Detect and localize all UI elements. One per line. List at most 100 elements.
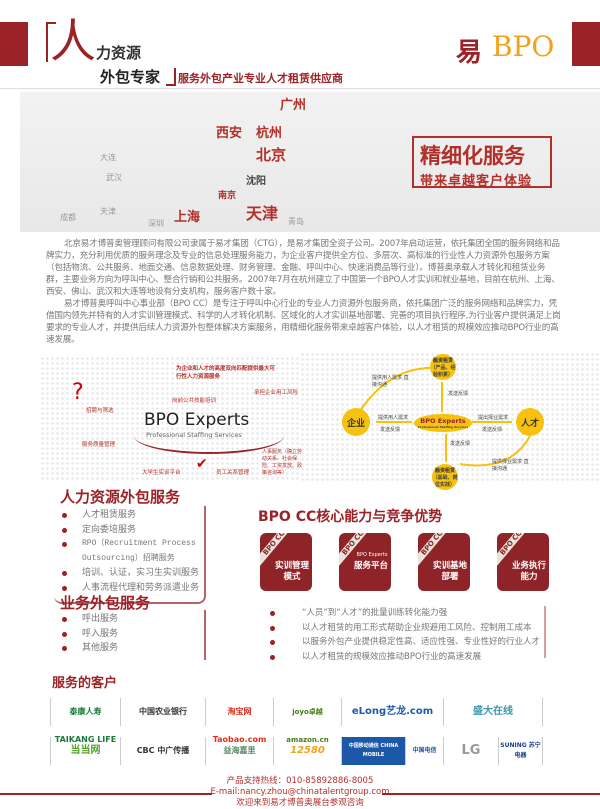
client-logo: 益海嘉里 bbox=[205, 737, 273, 765]
top-node-label: 融资租赁 bbox=[432, 357, 453, 364]
city-label: 南京 bbox=[218, 191, 237, 201]
city-label: 深圳 bbox=[148, 219, 164, 228]
city-label: 天津 bbox=[100, 207, 116, 216]
client-logo: 中国电信 bbox=[405, 737, 443, 765]
arrow-label: 提供用人需求 直接沟通 bbox=[372, 375, 409, 388]
divider bbox=[0, 88, 600, 89]
cycle-diagram: 融资租赁（产品、经验积累） 融资租赁（基础、岗位实践） 企业 人才 BPO Ex… bbox=[300, 352, 600, 490]
bottom-node: 融资租赁（基础、岗位实践） bbox=[432, 464, 458, 490]
hero-headline: 精细化服务 bbox=[420, 144, 525, 168]
bottom-node-label: 融资租赁 bbox=[434, 467, 455, 474]
client-logo: 中国农业银行 bbox=[120, 698, 205, 726]
experts-label: 承担企业用工风险 bbox=[254, 390, 299, 396]
city-label: 广州 bbox=[280, 98, 307, 113]
client-logo: joyo卓越 amazon.cn bbox=[273, 698, 341, 744]
card-label: 服务平台 bbox=[353, 561, 388, 571]
center-title: BPO Experts bbox=[420, 417, 466, 425]
cycle-arrows bbox=[357, 366, 531, 467]
hero-subheadline: 带来卓越客户体验 bbox=[420, 174, 533, 189]
client-logo: 12580 bbox=[273, 737, 341, 765]
list-item: 其他服务 bbox=[54, 641, 204, 656]
arrow-label: 发送反馈 bbox=[380, 427, 401, 433]
header-decor-left bbox=[0, 22, 28, 66]
city-label: 杭州 bbox=[256, 126, 283, 141]
brand-name: BPO bbox=[492, 30, 555, 63]
footer-line-right bbox=[382, 793, 600, 795]
top-node-sub: （产品、经验积累） bbox=[430, 364, 456, 378]
list-item: 人才租赁服务 bbox=[54, 508, 204, 523]
arrow-label: 发送反馈 bbox=[482, 427, 503, 433]
client-logo: 淘宝网 Taobao.com bbox=[205, 698, 273, 744]
bracket-open bbox=[46, 22, 56, 62]
bottom-node-sub: （基础、岗位实践） bbox=[432, 474, 458, 488]
list-item: 呼入服务 bbox=[54, 627, 204, 642]
footer-welcome: 欢迎来到易才博普奥展台参观咨询 bbox=[236, 798, 364, 808]
enterprise-node: 企业 bbox=[342, 408, 370, 436]
top-node: 融资租赁（产品、经验积累） bbox=[430, 354, 456, 380]
list-item: 以人才租赁的规模效应推动BPO行业的高速发展 bbox=[262, 650, 544, 665]
list-item: “人员”到“人才”的批量训练转化能力强 bbox=[262, 606, 544, 621]
list-item: 呼出服务 bbox=[54, 612, 204, 627]
city-label: 青岛 bbox=[288, 217, 304, 226]
talent-node: 人才 bbox=[516, 408, 544, 436]
client-logo: 盛大在线 bbox=[443, 698, 543, 726]
arrow-label: 提出择业需求 bbox=[478, 415, 509, 421]
footer-email[interactable]: E-mail:nancy.zhou@chinatalentgroup.com bbox=[210, 787, 390, 797]
list-item: RPO（Recruitment Process Outsourcing）招聘服务 bbox=[54, 537, 204, 566]
city-label: 上海 bbox=[174, 210, 201, 225]
client-logo: 泰康人寿 TAIKANG LIFE bbox=[50, 698, 120, 744]
city-label: 西安 bbox=[216, 126, 243, 141]
intro-section: 北京易才博普奥管理顾问有限公司隶属于易才集团（CTG），是易才集团全资子公司。2… bbox=[46, 238, 562, 346]
brand-mark-icon: 易 bbox=[456, 38, 483, 68]
experts-label: 为企业和人才的高度双向匹配提供最大可行性人力资源服务 bbox=[176, 366, 276, 380]
center-sub: Professional Staffing Services bbox=[417, 425, 469, 429]
list-item: 培训、认证，实习生实训服务 bbox=[54, 566, 204, 581]
list-item: 以人才租赁的用工形式帮助企业规避用工风险、控制用工成本 bbox=[262, 621, 544, 636]
hr-services-box: 人才租赁服务 定向委培服务 RPO（Recruitment Process Ou… bbox=[54, 506, 206, 604]
client-logo: 当当网 bbox=[50, 737, 120, 765]
list-item: 人事流程代理和劳务派遣业务 bbox=[54, 581, 204, 596]
arrow-label: 发送反馈 bbox=[450, 441, 471, 447]
arrow-label: 发送反馈 bbox=[448, 391, 469, 397]
experts-label: 人事服务（确立劳动关系、社会保险、工资发放、政策咨询等） bbox=[262, 449, 303, 476]
logo-char: 人 bbox=[50, 14, 96, 68]
logo-line-2: 外包专家 bbox=[100, 68, 161, 86]
arrow-label: 提供用人需求 bbox=[378, 415, 409, 421]
experts-label: 员工关系管理 bbox=[216, 470, 250, 476]
city-label: 成都 bbox=[60, 213, 76, 222]
card-label: 实训管理模式 bbox=[274, 561, 309, 582]
bracket-close bbox=[166, 68, 176, 86]
list-item: 以服务外包产业提供稳定性高、适应性强、专业性好的行业人才 bbox=[262, 635, 544, 650]
headline-frame bbox=[412, 136, 552, 188]
core-title: BPO CC核心能力与竞争优势 bbox=[258, 509, 443, 525]
city-label: 天津 bbox=[246, 204, 279, 223]
footer-line-left bbox=[0, 793, 212, 795]
clients-title: 服务的客户 bbox=[52, 676, 118, 691]
experts-label: 招聘与筛选 bbox=[86, 408, 114, 414]
biz-services-box: 呼出服务 呼入服务 其他服务 bbox=[54, 610, 206, 660]
footer-hotline: 产品支持热线：010-85892886-8005 bbox=[226, 776, 374, 786]
experts-label: 服务质量管理 bbox=[82, 442, 116, 448]
card-label: 业务执行能力 bbox=[511, 561, 546, 582]
core-points-box: “人员”到“人才”的批量训练转化能力强 以人才租赁的用工形式帮助企业规避用工风险… bbox=[262, 606, 546, 662]
hr-services-title: 人力资源外包服务 bbox=[60, 488, 181, 506]
client-logo: SUNING 苏宁电器 bbox=[498, 737, 543, 765]
card-sub: BPO Experts bbox=[356, 552, 388, 558]
arrow-label: 提供择业需求 直接沟通 bbox=[492, 459, 529, 472]
question-icon: ? bbox=[72, 380, 84, 405]
logo-line-1: 力资源 bbox=[96, 44, 142, 62]
experts-diagram: BPO Experts Professional Staffing Servic… bbox=[40, 356, 303, 480]
experts-label: 大学生实训平台 bbox=[142, 470, 181, 476]
client-logo: eLong艺龙.com bbox=[341, 698, 443, 726]
city-label: 大连 bbox=[100, 153, 116, 162]
city-label: 北京 bbox=[256, 146, 287, 164]
swoosh bbox=[134, 418, 284, 454]
tagline: 服务外包产业专业人才租赁供应商 bbox=[178, 72, 343, 85]
card-label: 实训基地部署 bbox=[432, 561, 467, 582]
experts-label: 岗前公共技能培训 bbox=[172, 398, 217, 404]
